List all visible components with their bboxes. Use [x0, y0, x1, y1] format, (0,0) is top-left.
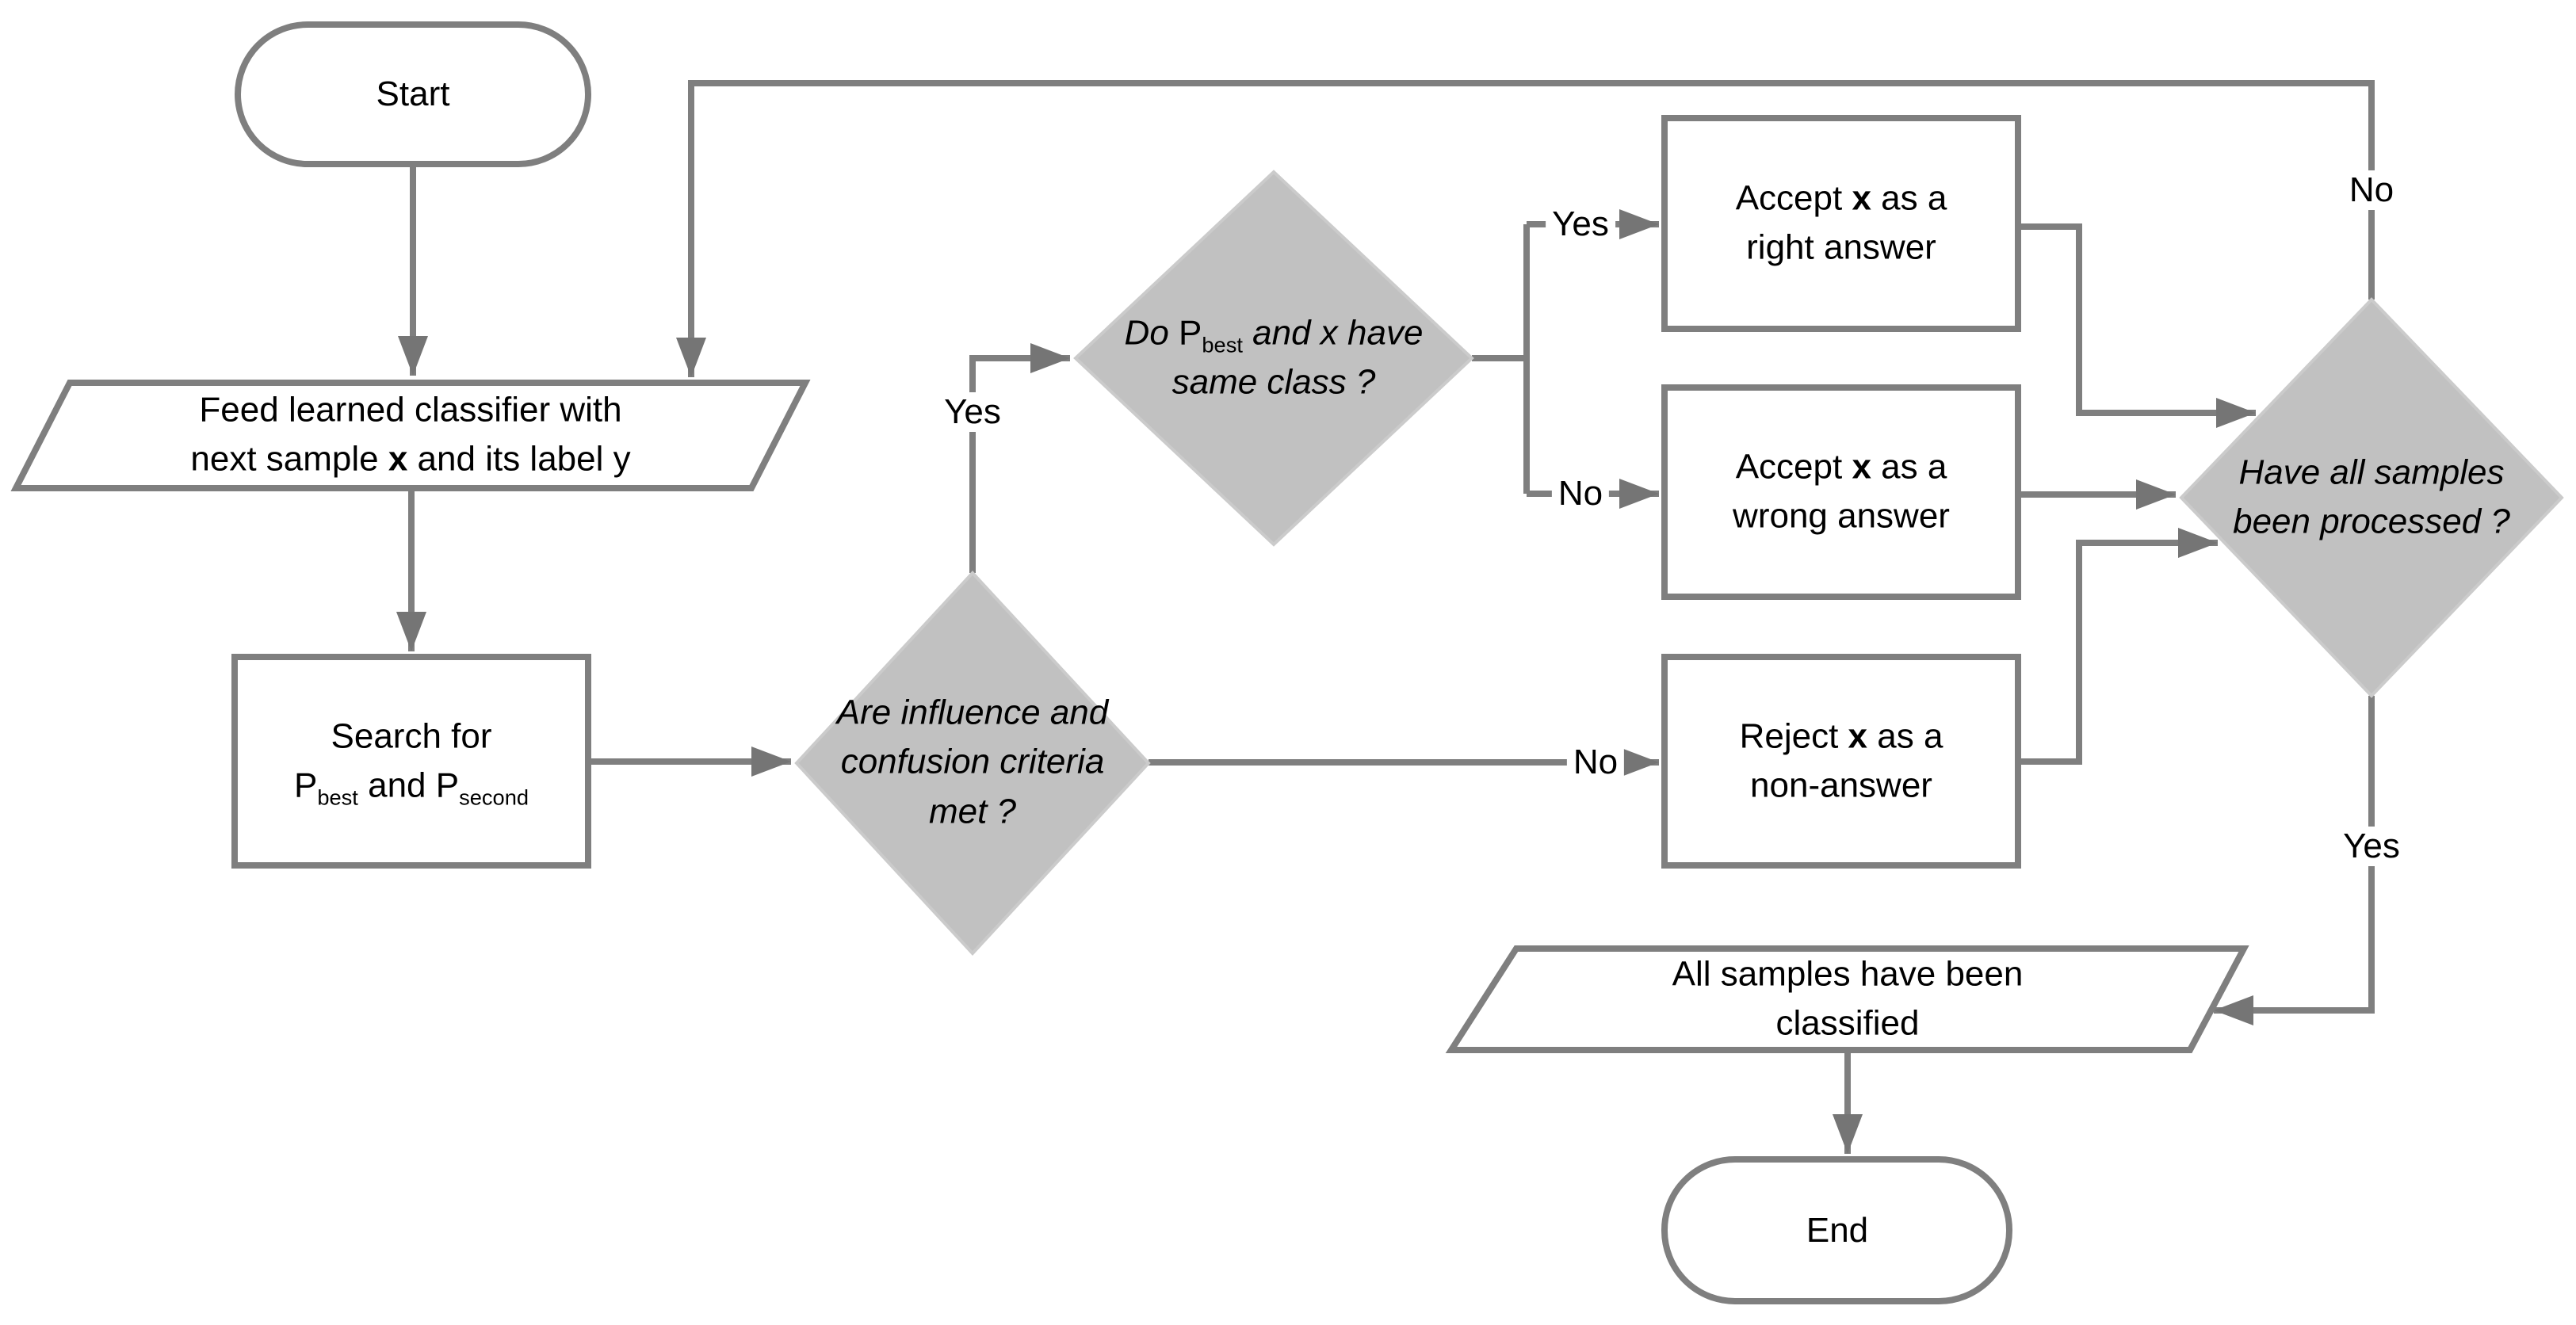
class-decision-diamond-shape — [1073, 170, 1474, 547]
criteria-yes-edge-label: Yes — [938, 392, 1007, 432]
processed-decision-diamond-shape — [2179, 297, 2564, 698]
processed-no-edge-label: No — [2342, 170, 2401, 210]
feed-parallelogram-shape — [10, 380, 811, 491]
criteria-decision-diamond-shape — [794, 571, 1151, 956]
edge-criteria-yes-to-class-decision — [969, 343, 1070, 573]
criteria-no-edge-label: No — [1566, 743, 1625, 782]
edge-accept-right-to-processed-decision — [2018, 223, 2256, 428]
all-classified-parallelogram-shape — [1445, 945, 2249, 1053]
accept-wrong-process-shape — [1661, 384, 2021, 600]
edge-processed-yes-to-all-classified — [2214, 696, 2375, 1025]
reject-process-shape — [1661, 654, 2021, 869]
class-no-edge-label: No — [1551, 474, 1610, 514]
edge-processed-no-loop-to-feed — [676, 80, 2375, 377]
edge-reject-to-processed-decision — [2018, 528, 2218, 765]
start-terminator-shape — [235, 21, 591, 167]
end-terminator-shape — [1661, 1156, 2012, 1304]
processed-yes-edge-label: Yes — [2337, 827, 2406, 866]
class-yes-edge-label: Yes — [1546, 204, 1615, 244]
search-process-shape — [231, 654, 591, 869]
accept-right-process-shape — [1661, 115, 2021, 332]
